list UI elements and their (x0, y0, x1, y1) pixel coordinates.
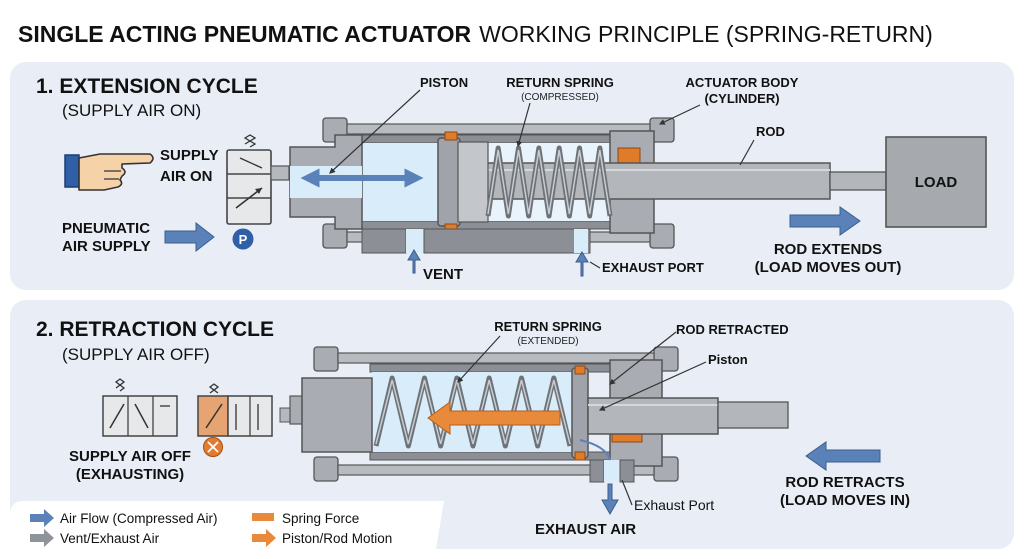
actuator-cylinder-extended (289, 117, 887, 254)
legend-vent-icon (30, 529, 54, 547)
actuator-cylinder-retracted (289, 346, 789, 483)
exhaust-port-label: EXHAUST PORT (602, 260, 704, 275)
legend-piston-motion-label: Piston/Rod Motion (282, 531, 392, 546)
exhaust-port-arrow-icon (575, 251, 589, 277)
return-spring-label-1: RETURN SPRING (506, 75, 614, 90)
legend-air-flow-label: Air Flow (60, 511, 109, 526)
exhaust-port-label-2: Exhaust Port (634, 497, 714, 513)
pressure-port-label: P (239, 232, 248, 247)
extension-subtitle: (SUPPLY AIR ON) (62, 101, 201, 120)
vent-arrow-icon (407, 249, 421, 274)
exhaust-valve-icon (102, 378, 291, 437)
spring-force-arrow-icon (427, 401, 561, 435)
pneumatic-supply-label-2: AIR SUPPLY (62, 238, 151, 255)
extended-label: (EXTENDED) (517, 336, 578, 347)
control-valve-icon (226, 134, 290, 225)
actuator-body-label-2: (CYLINDER) (704, 91, 779, 106)
legend-vent-label: Vent/Exhaust Air (60, 531, 160, 546)
rod-retracts-label-1: ROD RETRACTS (785, 474, 904, 491)
title-regular-part: WORKING PRINCIPLE (SPRING-RETURN) (479, 21, 933, 47)
return-spring-label-2: RETURN SPRING (494, 319, 602, 334)
legend: Air Flow (Compressed Air) Vent/Exhaust A… (10, 501, 444, 549)
page-title: SINGLE ACTING PNEUMATIC ACTUATOR WORKING … (18, 21, 933, 47)
extension-title: 1. EXTENSION CYCLE (36, 75, 258, 98)
retraction-subtitle: (SUPPLY AIR OFF) (62, 345, 210, 364)
piston-label: PISTON (420, 75, 468, 90)
piston-label-2: Piston (708, 352, 748, 367)
exhaust-air-arrow-icon (601, 483, 619, 516)
rod-retracted-label: ROD RETRACTED (676, 322, 789, 337)
legend-air-flow-detail: (Compressed Air) (109, 511, 218, 526)
rod-retracts-label-2: (LOAD MOVES IN) (780, 492, 910, 509)
supply-air-off-label-2: (EXHAUSTING) (76, 466, 184, 483)
legend-air-flow-icon (30, 509, 54, 527)
legend-spring-force-icon (252, 513, 274, 521)
legend-spring-force-label: Spring Force (282, 511, 359, 526)
legend-piston-motion-icon (252, 529, 276, 547)
supply-air-on-label-1: SUPPLY (160, 147, 219, 164)
rod-extends-label-1: ROD EXTENDS (774, 241, 882, 258)
rod-label: ROD (756, 124, 785, 139)
load-block (885, 136, 987, 228)
pneumatic-supply-label-1: PNEUMATIC (62, 220, 150, 237)
pressure-port-icon (232, 228, 254, 250)
rod-retracts-arrow-icon (805, 441, 881, 471)
svg-text:Air Flow (Compressed Air): Air Flow (Compressed Air) (60, 511, 218, 526)
exhaust-indicator-icon (203, 437, 223, 457)
hand-icon (64, 153, 154, 191)
svg-text:SINGLE ACTING PNEUMATIC ACTUAT: SINGLE ACTING PNEUMATIC ACTUATOR WORKING … (18, 21, 933, 47)
actuator-body-label-1: ACTUATOR BODY (686, 75, 799, 90)
title-bold-part: SINGLE ACTING PNEUMATIC ACTUATOR (18, 21, 472, 47)
exhaust-air-label: EXHAUST AIR (535, 521, 636, 538)
compressed-label: (COMPRESSED) (521, 92, 599, 103)
supply-air-on-label-2: AIR ON (160, 168, 213, 185)
retraction-title: 2. RETRACTION CYCLE (36, 318, 274, 341)
supply-air-off-label-1: SUPPLY AIR OFF (69, 448, 191, 465)
vent-label: VENT (423, 266, 463, 283)
load-label: LOAD (915, 174, 958, 191)
rod-extends-arrow-icon (789, 206, 861, 236)
supply-arrow-icon (164, 221, 215, 253)
rod-extends-label-2: (LOAD MOVES OUT) (755, 259, 902, 276)
